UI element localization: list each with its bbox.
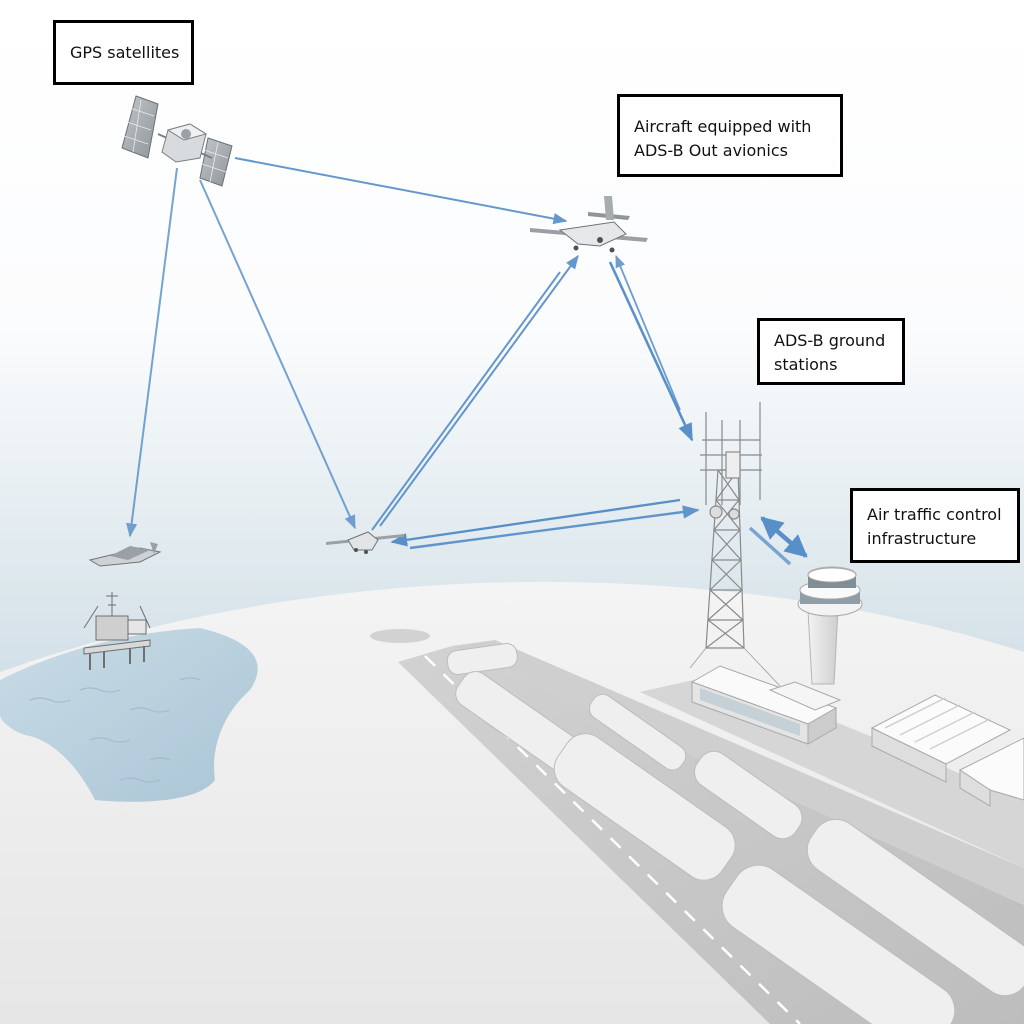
grass-island — [446, 643, 518, 675]
label-gps-satellites: GPS satellites — [70, 43, 180, 62]
control-tower-icon — [797, 566, 863, 685]
label-ground-line1: ADS-B ground — [774, 331, 886, 350]
airplane-shadow — [370, 629, 430, 643]
airplane-icon — [530, 196, 648, 253]
water-ripples — [29, 677, 201, 783]
signal-aircraft-top-to-station — [608, 261, 694, 442]
signal-satellite-to-aircraft-mid — [199, 179, 356, 530]
signal-satellite-to-aircraft-left — [126, 167, 178, 538]
signal-station-to-aircraft-top — [615, 254, 681, 411]
signal-satellite-to-aircraft-top — [234, 157, 568, 225]
label-atc-line2: infrastructure — [867, 529, 977, 548]
label-aircraft-line2: ADS-B Out avionics — [634, 141, 789, 160]
callout-ads-b-ground-stations: ADS-B ground stations — [757, 318, 905, 385]
water-body — [0, 628, 258, 802]
callout-ads-b-aircraft: Aircraft equipped with ADS-B Out avionic… — [617, 94, 843, 177]
grass-island — [553, 733, 736, 881]
signal-aircraft-top-to-mid — [371, 271, 561, 531]
label-atc-line1: Air traffic control — [867, 505, 1002, 524]
tower-guy-wires — [689, 647, 781, 687]
grass-island — [721, 864, 956, 1024]
terminal-building-icon — [690, 665, 842, 745]
signal-aircraft-mid-to-top — [379, 254, 579, 527]
airplane-icon — [326, 531, 404, 554]
callout-gps-satellites: GPS satellites — [53, 20, 194, 85]
grass-island — [806, 818, 1024, 997]
oil-platform-icon — [83, 592, 151, 670]
apron-area — [640, 674, 1024, 868]
signal-station-to-atc — [760, 516, 808, 558]
airplane-icon — [88, 542, 162, 567]
hangar-icon — [870, 694, 1012, 783]
label-ground-line2: stations — [774, 355, 838, 374]
signal-atc-to-station — [748, 526, 792, 566]
callout-air-traffic-control: Air traffic control infrastructure — [850, 488, 1020, 563]
label-aircraft-line1: Aircraft equipped with — [634, 117, 812, 136]
satellite-icon — [121, 95, 233, 187]
hangar-icon — [959, 737, 1024, 807]
grass-island — [693, 750, 803, 840]
grass-island — [588, 693, 687, 771]
signal-lines — [126, 157, 808, 566]
signal-station-to-aircraft-mid — [390, 498, 681, 547]
signal-aircraft-mid-to-station — [409, 505, 700, 550]
antenna-tower-icon — [700, 402, 762, 649]
